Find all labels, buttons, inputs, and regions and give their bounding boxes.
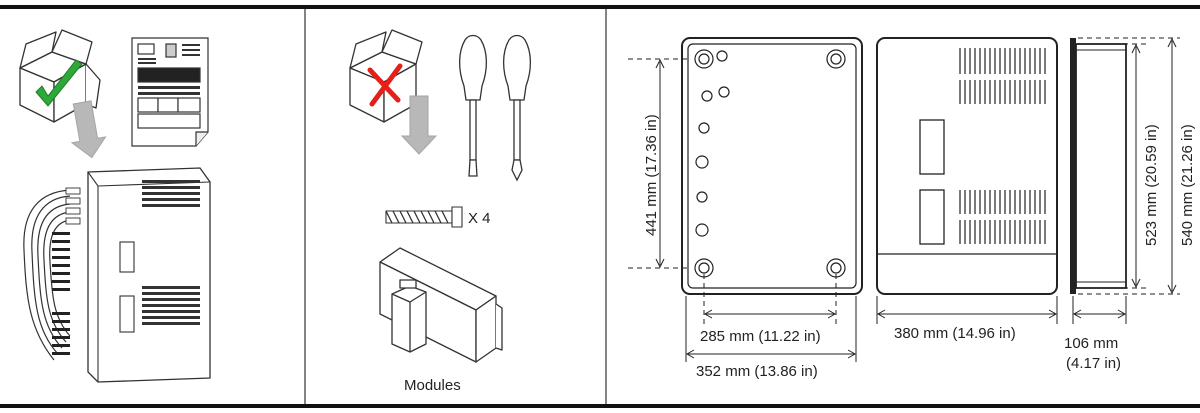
side-depth-dimension	[1072, 296, 1127, 324]
down-arrow-icon	[70, 100, 107, 159]
side-height-dimensions	[1078, 37, 1180, 295]
side-view: 523 mm (20.59 in) 540 mm (21.26 in) 106 …	[1064, 37, 1196, 372]
front-width-dimensions	[685, 274, 857, 362]
side-depth-mm-label: 106 mm	[1064, 335, 1118, 352]
cover-width-dimension	[876, 296, 1058, 324]
checkmark-icon	[35, 59, 83, 107]
modules-label: Modules	[404, 377, 461, 394]
frame	[0, 5, 1200, 408]
bottom-vents	[959, 190, 1046, 244]
side-height-outer-label: 540 mm (21.26 in)	[1179, 124, 1196, 246]
front-width-inner-label: 285 mm (11.22 in)	[700, 328, 821, 345]
panel-dimensions: 441 mm (17.36 in) 285 mm (11.22 in) 352 …	[628, 37, 1196, 380]
screw-count: X 4	[468, 210, 491, 227]
side-height-inner-label: 523 mm (20.59 in)	[1143, 124, 1160, 246]
front-width-outer-label: 352 mm (13.86 in)	[696, 363, 818, 380]
wired-enclosure-icon	[23, 167, 211, 383]
front-view: 441 mm (17.36 in) 285 mm (11.22 in) 352 …	[628, 37, 863, 380]
side-depth-in-label: (4.17 in)	[1066, 355, 1121, 372]
document-icon	[131, 37, 209, 147]
down-arrow-icon	[400, 95, 438, 155]
mounting-holes	[694, 49, 846, 278]
cover-view: 380 mm (14.96 in)	[876, 37, 1058, 342]
top-vents	[959, 48, 1046, 104]
front-height-label: 441 mm (17.36 in)	[643, 114, 660, 236]
panel-install	[19, 29, 211, 383]
module-icon	[379, 247, 503, 363]
front-height-dimension	[628, 58, 690, 269]
cross-icon	[367, 63, 403, 107]
panel-tools: X 4 Modules	[349, 29, 532, 394]
cover-width-label: 380 mm (14.96 in)	[894, 325, 1016, 342]
open-box-icon	[19, 29, 101, 123]
screw-icon	[385, 206, 463, 228]
screwdriver-phillips-icon	[502, 34, 532, 182]
screwdriver-flat-icon	[458, 34, 488, 177]
